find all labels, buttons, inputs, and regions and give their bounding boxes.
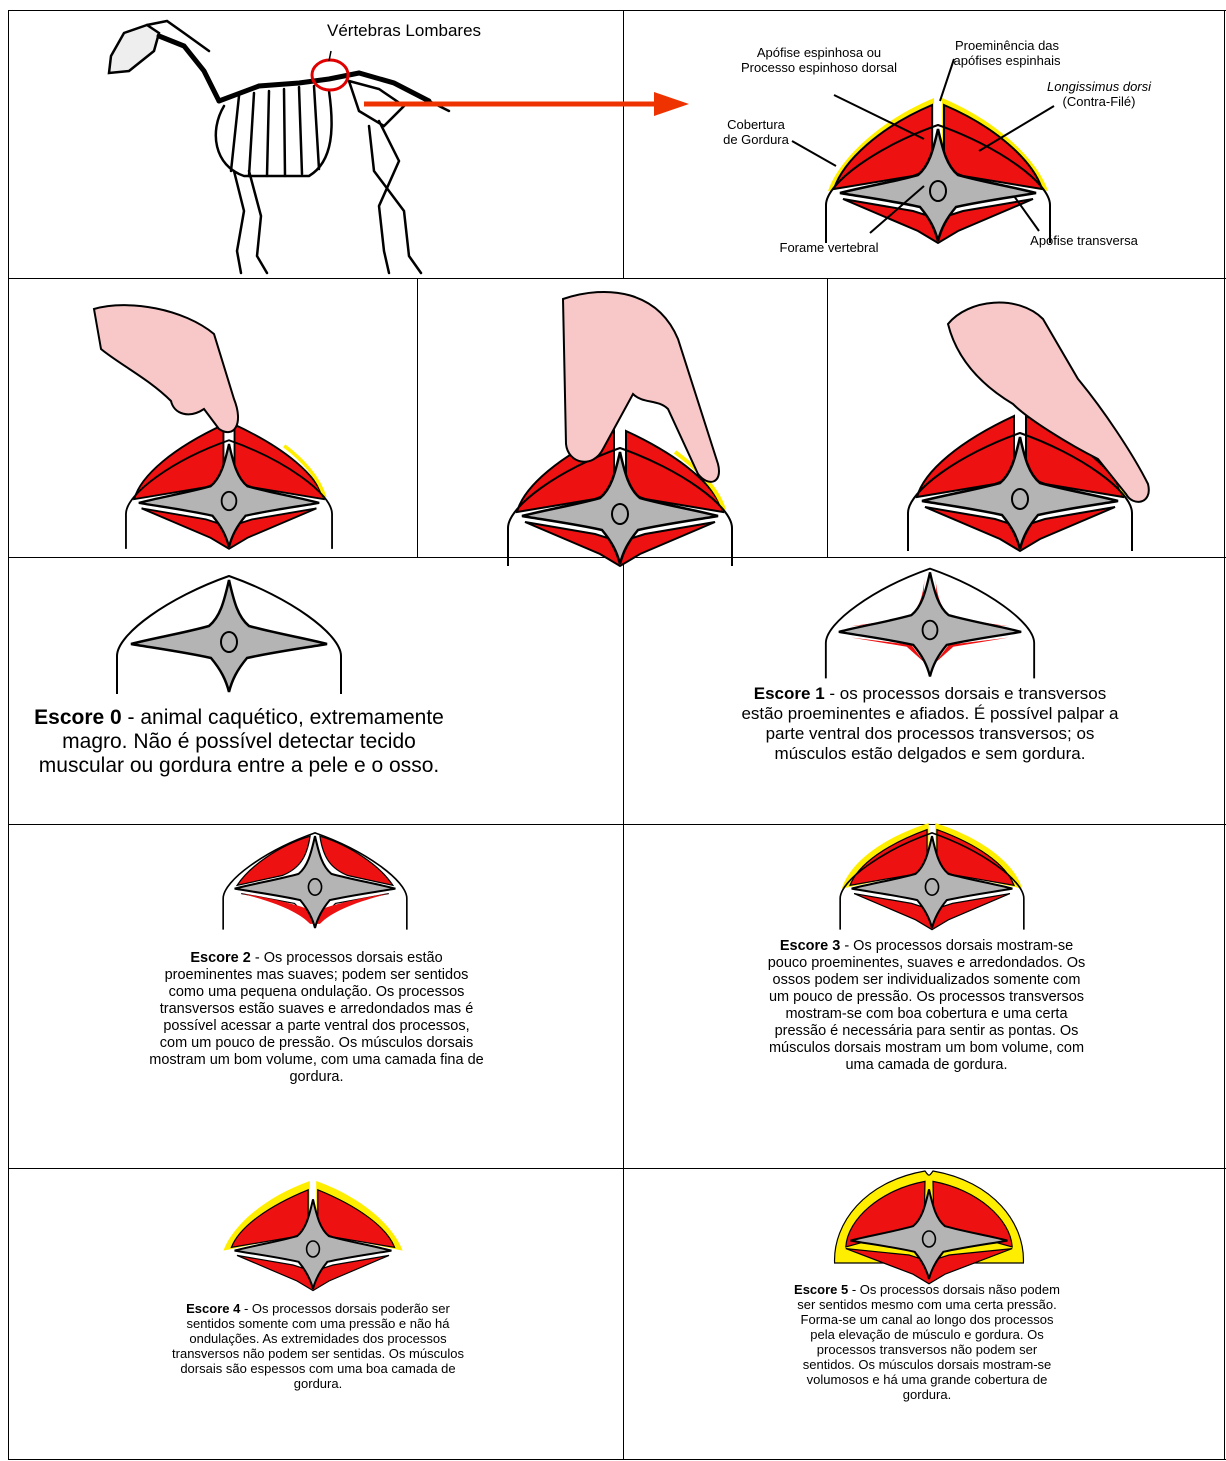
score-5-cross-section [624, 1169, 1224, 1279]
skeleton-label: Vértebras Lombares [327, 21, 481, 40]
label-longissimus: Longissimus dorsi (Contra-Filé) [1029, 79, 1169, 109]
label-fat-cover: Cobertura de Gordura [716, 117, 796, 147]
score-2-panel: Escore 2 - Os processos dorsais estão pr… [9, 825, 623, 1168]
label-foramen: Forame vertebral [769, 240, 889, 255]
palpation-illustration-3 [828, 279, 1224, 557]
horse-skeleton-illustration: Vértebras Lombares [9, 11, 623, 278]
score-2-cross-section [9, 825, 623, 945]
score-5-description: Escore 5 - Os processos dorsais nãso pod… [791, 1282, 1063, 1402]
hand-illustration-1 [94, 305, 238, 432]
palpation-panel-3 [828, 279, 1224, 557]
score-0-cross-section [9, 558, 623, 688]
score-0-panel: Escore 0 - animal caquético, extremament… [9, 558, 623, 824]
score-2-description: Escore 2 - Os processos dorsais estão pr… [149, 950, 484, 1086]
score-3-description: Escore 3 - Os processos dorsais mostram-… [764, 938, 1089, 1074]
score-3-cross-section [624, 825, 1224, 935]
score-1-cross-section [624, 558, 1224, 678]
palpation-panel-1 [9, 279, 417, 557]
horse-skeleton-panel: Vértebras Lombares [9, 11, 623, 278]
label-prominence: Proeminência das apófises espinhais [942, 38, 1072, 68]
score-1-panel: Escore 1 - os processos dorsais e transv… [624, 558, 1224, 824]
palpation-illustration-1 [9, 279, 417, 557]
score-1-description: Escore 1 - os processos dorsais e transv… [740, 684, 1120, 764]
palpation-illustration-2 [418, 279, 827, 557]
score-5-panel: Escore 5 - Os processos dorsais nãso pod… [624, 1169, 1224, 1459]
palpation-panel-2 [418, 279, 827, 557]
score-4-panel: Escore 4 - Os processos dorsais poderão … [9, 1169, 623, 1459]
score-4-cross-section [9, 1169, 623, 1289]
score-3-panel: Escore 3 - Os processos dorsais mostram-… [624, 825, 1224, 1168]
label-transverse: Apófise transversa [1019, 233, 1149, 248]
score-4-description: Escore 4 - Os processos dorsais poderão … [172, 1301, 464, 1391]
labeled-cross-section-panel: Apófise espinhosa ou Processo espinhoso … [624, 11, 1224, 278]
label-spinous: Apófise espinhosa ou Processo espinhoso … [734, 45, 904, 75]
score-0-description: Escore 0 - animal caquético, extremament… [19, 706, 459, 778]
